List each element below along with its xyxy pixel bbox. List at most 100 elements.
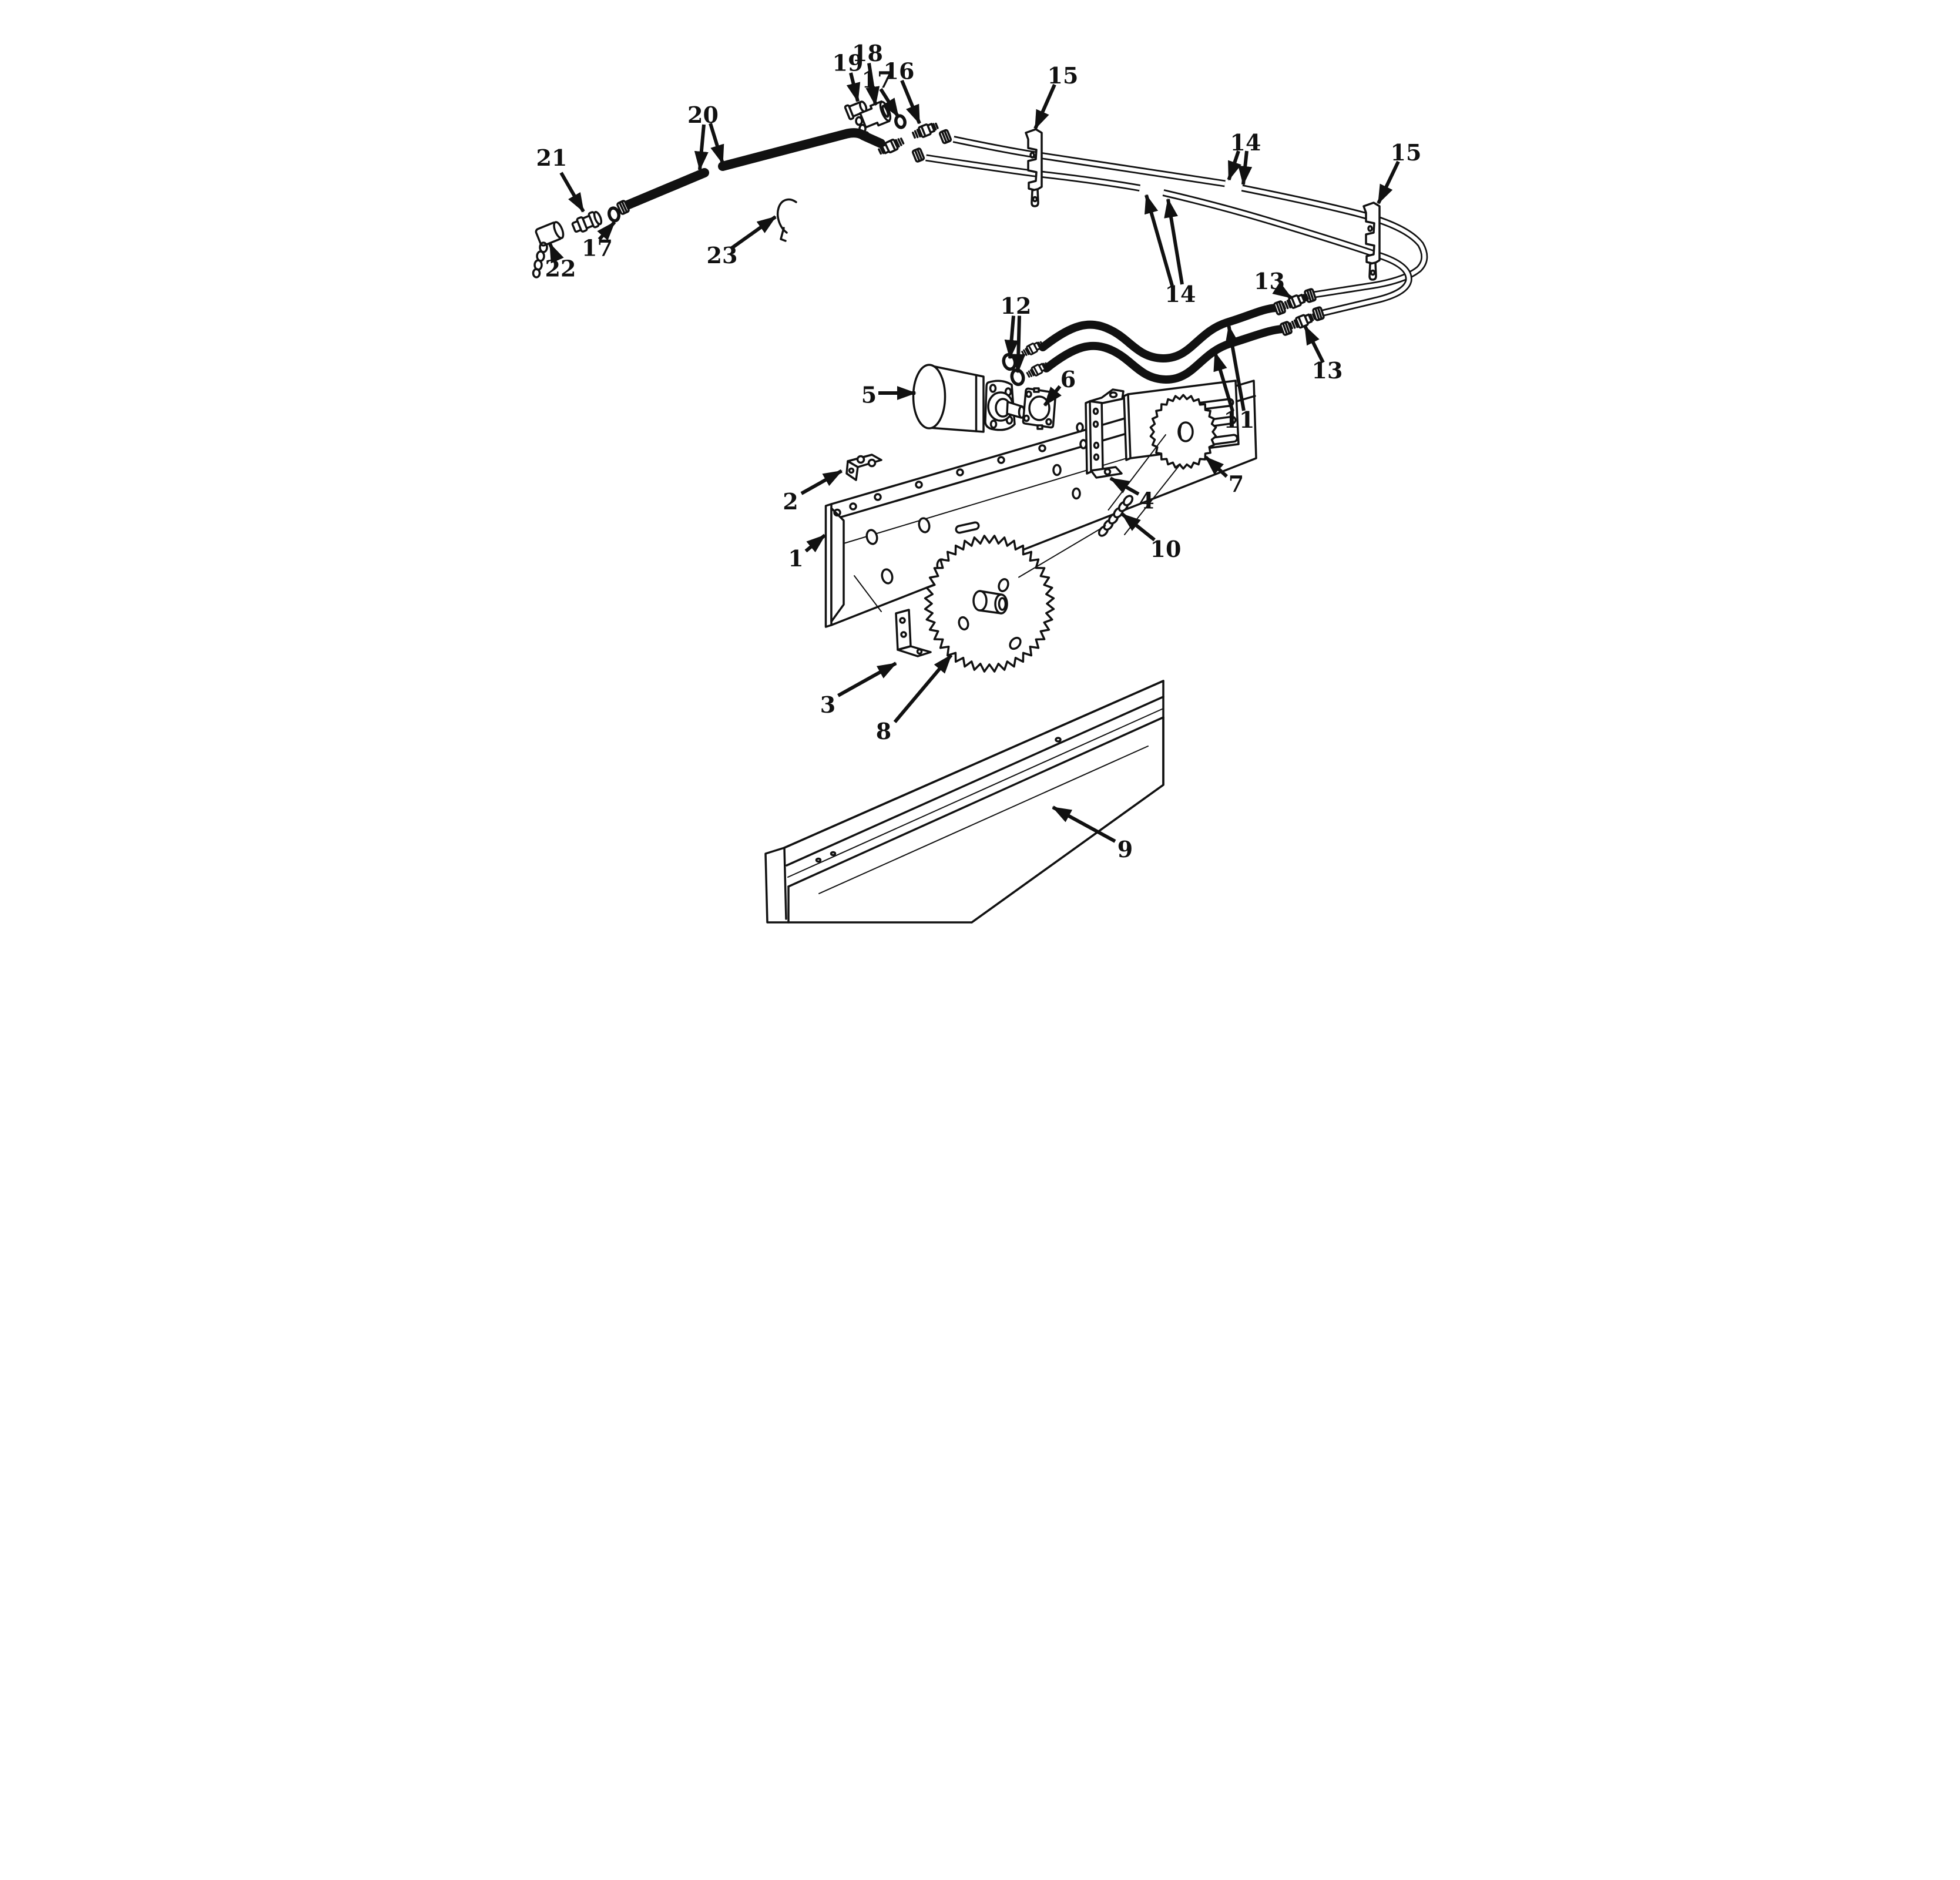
- callout-8: 8: [876, 654, 953, 744]
- callout-14a: 14: [1227, 129, 1261, 186]
- rivet-hole: [833, 508, 841, 517]
- callout-number: 11: [1224, 407, 1255, 433]
- leader-arrow: [893, 654, 953, 723]
- hole: [1092, 420, 1099, 428]
- leader-arrow: [1225, 325, 1246, 411]
- leader-arrow: [900, 79, 921, 125]
- callout-3: 3: [820, 662, 897, 718]
- leader-arrow: [1238, 150, 1253, 186]
- hole: [830, 851, 837, 857]
- leader-arrow: [1145, 194, 1174, 286]
- callout-5: 5: [861, 382, 917, 408]
- bolt-hole: [989, 384, 997, 393]
- hole: [1093, 441, 1100, 449]
- callout-number: 2: [783, 488, 798, 515]
- leader-arrow: [548, 243, 564, 264]
- bracket-bottom: [895, 609, 932, 657]
- callout-15a: 15: [1033, 62, 1079, 130]
- leader-arrow: [879, 88, 900, 118]
- callout-number: 10: [1150, 536, 1182, 562]
- hole: [1052, 464, 1062, 476]
- rivet-hole: [1038, 444, 1046, 452]
- bolt-hole: [989, 419, 998, 429]
- callout-12: 12: [1001, 293, 1032, 374]
- hole: [848, 467, 855, 474]
- callout-number: 12: [1001, 293, 1032, 319]
- callout-13a: 13: [1254, 268, 1293, 300]
- leader-arrow: [1303, 325, 1325, 364]
- hole: [881, 568, 894, 585]
- callout-number: 17: [862, 66, 893, 93]
- callout-number: 6: [1060, 366, 1076, 392]
- cap-chain: [532, 241, 548, 278]
- hole: [865, 529, 878, 545]
- callout-22: 22: [545, 243, 576, 282]
- callout-number: 18: [852, 40, 883, 66]
- drive-chain: [1098, 495, 1134, 537]
- callout-15b: 15: [1377, 139, 1422, 204]
- leader-arrow: [1004, 315, 1019, 360]
- hole: [899, 617, 906, 624]
- callout-number: 14: [1230, 129, 1261, 156]
- callout-number: 5: [861, 382, 877, 408]
- hole: [1055, 737, 1062, 743]
- callout-23: 23: [707, 215, 777, 268]
- callout-number: 21: [536, 145, 568, 171]
- diagram-canvas: 1234567891011121313141415151617171819202…: [490, 0, 1470, 940]
- callout-number: 15: [1391, 139, 1422, 166]
- hole: [1109, 391, 1118, 398]
- bracket-vertical: [1085, 388, 1125, 479]
- o-ring-17-left: [608, 206, 620, 223]
- callout-16: 16: [884, 58, 921, 125]
- hole: [918, 517, 931, 533]
- rivet-hole: [874, 493, 882, 501]
- callout-19: 19: [833, 50, 864, 103]
- callout-21: 21: [536, 145, 585, 213]
- callout-number: 22: [545, 256, 576, 282]
- callout-4: 4: [1109, 476, 1154, 514]
- plug-chain: [855, 116, 870, 141]
- steel-tube-lower: [925, 154, 1412, 317]
- screw: [867, 458, 877, 468]
- rivet-hole: [997, 456, 1005, 464]
- callout-6: 6: [1043, 366, 1076, 407]
- callout-number: 14: [1165, 281, 1196, 307]
- large-sprocket: [924, 535, 1055, 673]
- coupler-plug-19: [844, 100, 870, 141]
- callout-10: 10: [1121, 512, 1182, 562]
- callout-9: 9: [1052, 805, 1133, 862]
- callout-number: 1: [788, 545, 803, 572]
- callout-18: 18: [852, 40, 883, 106]
- motor-gasket-plate: [1022, 387, 1057, 430]
- callout-number: 17: [582, 235, 613, 261]
- callout-20: 20: [687, 102, 724, 171]
- leader-arrow: [846, 72, 861, 103]
- hydraulic-motor: [912, 364, 1026, 433]
- callout-number: 19: [833, 50, 864, 76]
- leader-arrow: [1052, 805, 1116, 843]
- hole: [1072, 487, 1081, 500]
- callout-number: 15: [1048, 62, 1079, 89]
- motor-end-cap: [912, 364, 947, 429]
- leader-arrow: [1204, 455, 1229, 478]
- callout-layer: 1234567891011121313141415151617171819202…: [536, 40, 1422, 862]
- shield-panel: [764, 680, 1164, 924]
- leader-arrow: [730, 215, 777, 250]
- hole: [998, 578, 1009, 592]
- leader-arrow: [597, 221, 616, 241]
- leader-arrow: [1109, 476, 1140, 496]
- leader-arrow: [709, 123, 724, 164]
- leader-arrow: [837, 662, 897, 697]
- callout-11: 11: [1213, 325, 1255, 433]
- leader-arrow: [1033, 83, 1056, 130]
- leader-arrow: [1043, 385, 1062, 407]
- callout-number: 20: [687, 102, 719, 128]
- hole: [958, 616, 969, 631]
- leader-arrow: [1377, 160, 1400, 204]
- hole: [1092, 407, 1099, 415]
- hole: [1009, 636, 1022, 650]
- leader-arrow: [694, 124, 709, 171]
- hole: [1093, 453, 1100, 461]
- callout-number: 23: [707, 242, 738, 268]
